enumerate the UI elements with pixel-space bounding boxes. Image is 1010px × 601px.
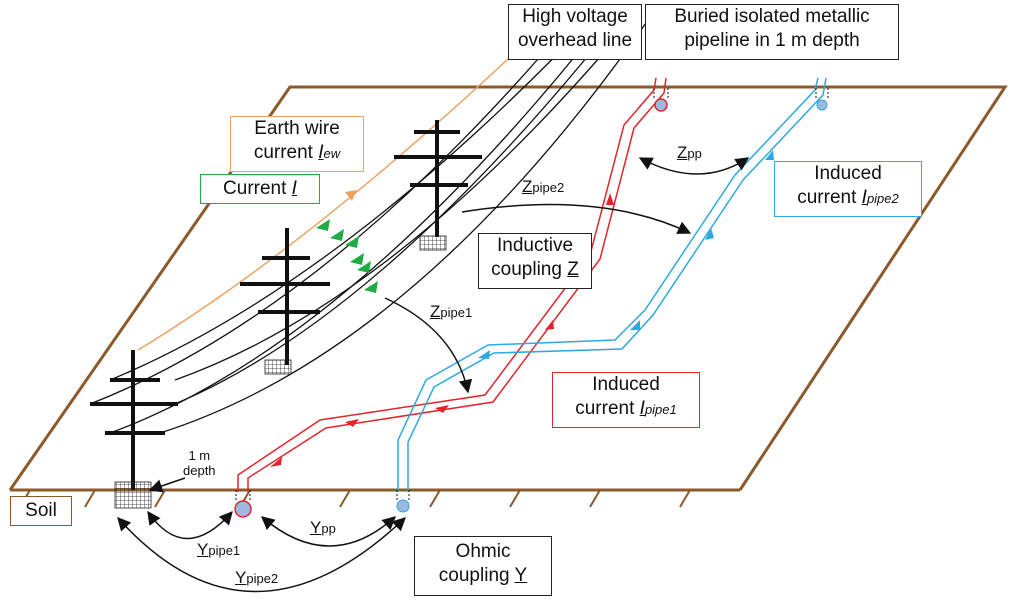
induced2-line1: Induced: [814, 163, 882, 184]
ypp-sub: pp: [321, 521, 336, 536]
zpp-sub: pp: [687, 146, 702, 161]
induced-pipe1-label: Induced current Ipipe1: [552, 372, 700, 428]
depth-arrow: [148, 477, 186, 493]
hv-line-line1: High voltage: [522, 6, 628, 27]
pipe-1-cross-section: [234, 500, 252, 518]
soil-label: Soil: [10, 496, 72, 526]
pipeline-line2: pipeline in 1 m depth: [684, 30, 860, 51]
induced1-line2: current Ipipe1: [553, 397, 699, 422]
earth-wire-label: Earth wire current Iew: [230, 116, 364, 172]
zpipe1-sub: pipe1: [440, 305, 473, 320]
zpp-arrow: [638, 157, 750, 175]
grounding-grid-back: [419, 235, 447, 251]
earth-wire-symbol: I: [318, 142, 324, 163]
zpipe1-label: Zpipe1: [430, 302, 472, 322]
ypipe1-symbol: Y: [197, 540, 209, 559]
zpipe2-sub: pipe2: [532, 180, 565, 195]
inductive-text: coupling: [491, 259, 568, 280]
zpipe1-arrow: [384, 297, 473, 394]
pipeline-label: Buried isolated metallic pipeline in 1 m…: [645, 4, 899, 60]
zpp-label: Zpp: [677, 143, 702, 163]
induced1-sub: pipe1: [644, 402, 677, 417]
ohmic-line2: coupling Y: [415, 564, 551, 588]
hv-line-line2: overhead line: [517, 30, 633, 51]
current-text: Current: [223, 178, 292, 199]
depth-line1: 1 m: [188, 448, 211, 463]
ohmic-text: coupling: [438, 565, 515, 586]
zpipe2-symbol: Z: [522, 177, 533, 196]
grounding-grid-front: [114, 481, 152, 509]
grounding-grid-middle: [264, 359, 292, 375]
ypipe1-sub: pipe1: [208, 543, 241, 558]
soil-plane: [8, 85, 1008, 508]
pipeline-2-arrows: [478, 150, 774, 359]
pipe-2-cross-section: [396, 499, 410, 513]
induced2-sub: pipe2: [866, 191, 899, 206]
earth-wire: [137, 9, 561, 351]
induced2-line2: current Ipipe2: [775, 186, 921, 211]
induced1-line1: Induced: [592, 374, 660, 395]
zpipe1-symbol: Z: [430, 302, 441, 321]
pipe-1-end-far: [654, 98, 668, 112]
tower-front: [90, 350, 178, 490]
tower-back: [394, 120, 482, 237]
ohmic-line1: Ohmic: [455, 541, 511, 562]
ypp-symbol: Y: [310, 518, 322, 537]
ypipe2-label: Ypipe2: [235, 568, 278, 588]
ypipe2-symbol: Y: [235, 568, 247, 587]
ypipe2-sub: pipe2: [246, 571, 279, 586]
earth-wire-line1: Earth wire: [254, 118, 340, 139]
ypipe2-arrow: [117, 516, 406, 593]
earth-wire-text: current: [253, 142, 319, 163]
current-label: Current I: [200, 174, 320, 204]
soil-text: Soil: [25, 500, 57, 521]
inductive-line1: Inductive: [496, 235, 574, 256]
inductive-coupling-label: Inductive coupling Z: [478, 233, 592, 289]
induced1-text: current: [575, 398, 640, 419]
pipeline-line1: Buried isolated metallic: [674, 6, 870, 27]
earth-wire-sub: ew: [323, 146, 341, 161]
ohmic-symbol: Y: [514, 565, 528, 586]
zpp-symbol: Z: [677, 143, 688, 162]
pipe-2-end-far: [816, 99, 828, 111]
depth-line2: depth: [183, 463, 216, 478]
current-symbol: I: [291, 178, 297, 199]
induced-pipe2-label: Induced current Ipipe2: [774, 161, 922, 217]
earth-wire-line2: current Iew: [231, 141, 363, 166]
pipe-1-depth-lines: [235, 88, 669, 502]
coupling-arrows: [117, 157, 750, 593]
zpipe2-arrow: [461, 203, 692, 234]
current-arrows: [316, 219, 378, 293]
earth-wire-arrow: [345, 190, 357, 201]
pipeline-1-arrows: [270, 193, 614, 467]
ypipe1-label: Ypipe1: [197, 540, 240, 560]
inductive-line2: coupling Z: [479, 258, 591, 282]
hv-line-label: High voltage overhead line: [508, 4, 642, 60]
induced1-symbol: I: [639, 398, 645, 419]
induced2-symbol: I: [861, 187, 867, 208]
pipeline-2: [397, 77, 827, 492]
zpipe2-label: Zpipe2: [522, 177, 564, 197]
conductors: [89, 9, 656, 434]
ohmic-coupling-label: Ohmic coupling Y: [414, 536, 552, 596]
inductive-symbol: Z: [567, 259, 579, 280]
tower-middle: [240, 228, 330, 365]
depth-label: 1 m depth: [183, 448, 216, 478]
ypp-label: Ypp: [310, 518, 336, 538]
induced2-text: current: [797, 187, 862, 208]
pipe-2-depth-lines: [396, 88, 829, 500]
ypipe1-arrow: [147, 510, 233, 540]
